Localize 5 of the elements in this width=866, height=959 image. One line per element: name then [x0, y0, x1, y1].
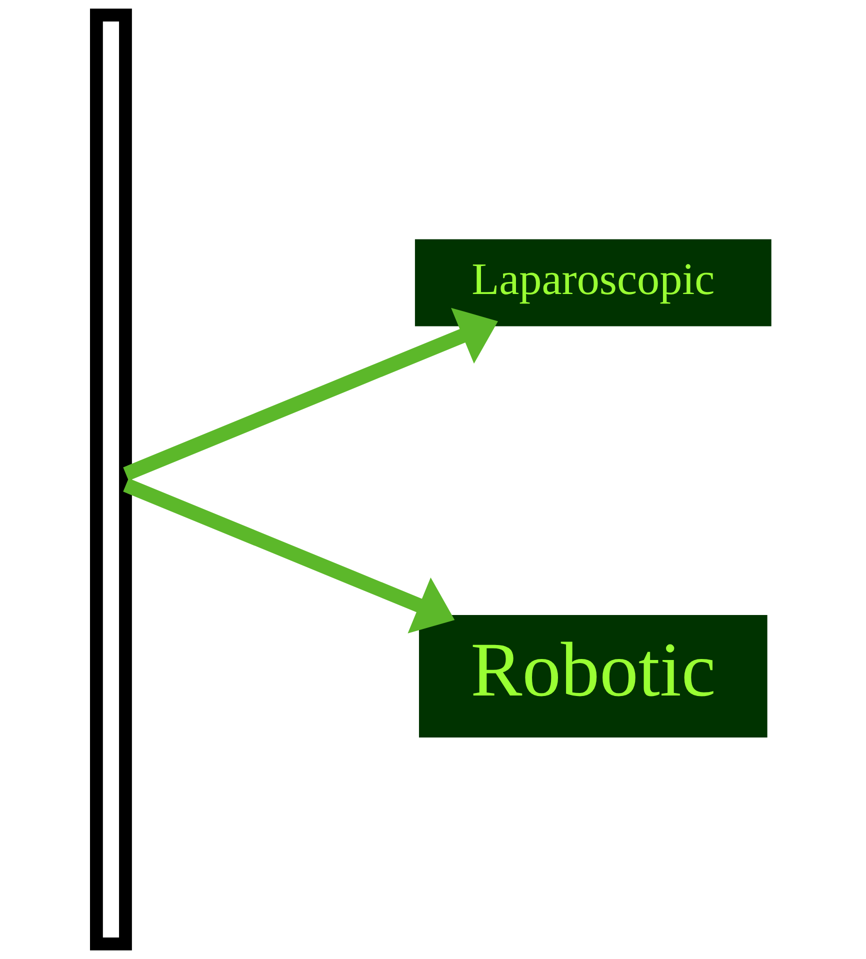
node-bracket [90, 8, 132, 950]
arrow [122, 478, 454, 634]
arrow [122, 308, 498, 481]
node-box: Laparoscopic [414, 239, 771, 326]
node-box: Robotic [418, 614, 767, 738]
